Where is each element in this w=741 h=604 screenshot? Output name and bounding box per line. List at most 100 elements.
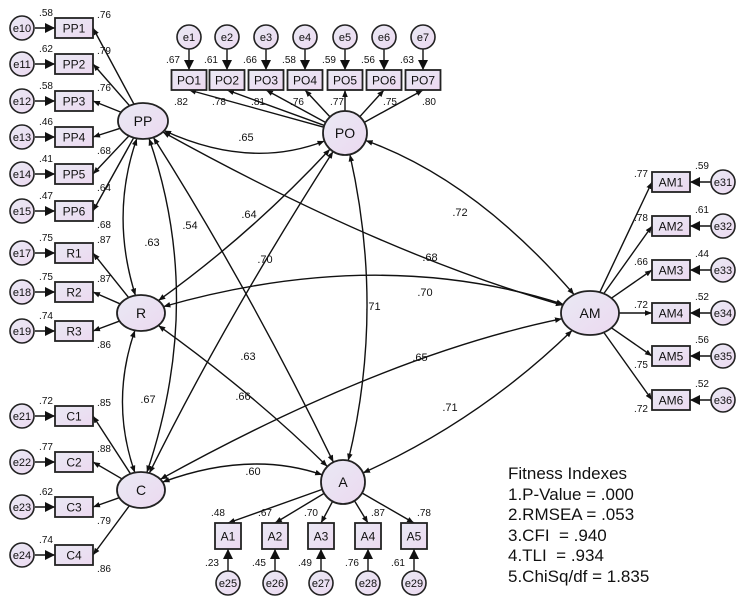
indicator-pp1-box bbox=[54, 17, 94, 39]
indicator-pp5-box bbox=[54, 163, 94, 185]
covariance-label-pp-r: .63 bbox=[144, 237, 159, 249]
covariance-layer: .65.63.54.64.70.68.72.70.71.63.66.65.67.… bbox=[121, 130, 575, 483]
latent-po-label: PO bbox=[335, 125, 355, 141]
error-e35-circle bbox=[710, 343, 736, 369]
r2-c2: .77 bbox=[39, 442, 53, 453]
r2-po4: .58 bbox=[282, 55, 296, 66]
loading-arrow-pp4 bbox=[92, 127, 121, 138]
loading-am2: .78 bbox=[634, 213, 648, 224]
r2-am5: .56 bbox=[695, 335, 709, 346]
error-e31-circle bbox=[710, 169, 736, 195]
error-e28-circle bbox=[355, 570, 381, 596]
error-e1-circle bbox=[176, 24, 202, 50]
indicator-am1-label: AM1 bbox=[659, 176, 684, 190]
loading-arrow-po7 bbox=[363, 89, 424, 123]
latent-po-ellipse bbox=[322, 110, 368, 156]
error-e25-circle bbox=[215, 570, 241, 596]
loading-a4: .87 bbox=[371, 508, 385, 519]
error-e34-circle bbox=[710, 300, 736, 326]
latent-pp-label: PP bbox=[134, 113, 153, 129]
covariance-label-po-am: .72 bbox=[452, 207, 467, 219]
error-e32-circle bbox=[710, 213, 736, 239]
indicator-a4-box bbox=[354, 522, 382, 550]
indicator-pp2-box bbox=[54, 53, 94, 75]
loading-a3: .70 bbox=[304, 508, 318, 519]
error-e7-label: e7 bbox=[417, 32, 429, 44]
loading-r3: .86 bbox=[97, 340, 111, 351]
loading-a1: .48 bbox=[211, 508, 225, 519]
indicator-pp5-label: PP5 bbox=[63, 168, 86, 182]
indicator-am4-label: AM4 bbox=[659, 307, 684, 321]
indicator-am6-label: AM6 bbox=[659, 394, 684, 408]
r2-c4: .74 bbox=[39, 535, 53, 546]
indicator-po2-label: PO2 bbox=[215, 74, 239, 88]
loading-pp4: .68 bbox=[97, 146, 111, 157]
error-e7-circle bbox=[410, 24, 436, 50]
covariance-label-po-r: .64 bbox=[241, 209, 256, 221]
indicator-am6-box bbox=[651, 389, 691, 411]
error-e14-circle bbox=[9, 161, 35, 187]
indicator-pp4-box bbox=[54, 126, 94, 148]
indicator-po4-label: PO4 bbox=[293, 74, 317, 88]
loading-arrow-po6 bbox=[359, 89, 385, 118]
fit-line-p-value: 1.P-Value = .000 bbox=[508, 484, 634, 504]
fit-line-chisq-df: 5.ChiSq/df = 1.835 bbox=[508, 566, 650, 586]
error-e18-circle bbox=[9, 279, 35, 305]
r2-am1: .59 bbox=[695, 161, 709, 172]
indicator-a4-label: A4 bbox=[361, 530, 376, 544]
indicator-po1-label: PO1 bbox=[177, 74, 201, 88]
latent-am-label: AM bbox=[580, 305, 601, 321]
indicator-po6-box bbox=[365, 69, 403, 91]
error-e17-circle bbox=[9, 240, 35, 266]
loading-arrow-po1 bbox=[188, 89, 324, 128]
error-e2-label: e2 bbox=[221, 32, 233, 44]
r2-am4: .52 bbox=[695, 292, 709, 303]
indicator-pp1-label: PP1 bbox=[63, 22, 86, 36]
error-e5-label: e5 bbox=[339, 32, 351, 44]
measurement-layer: PP1e10.58.76PP2e11.62.79PP3e12.58.76PP4e… bbox=[9, 8, 736, 596]
indicator-am5-label: AM5 bbox=[659, 350, 684, 364]
error-e24-label: e24 bbox=[13, 550, 31, 562]
loading-arrow-a5 bbox=[361, 492, 415, 524]
error-e12-label: e12 bbox=[13, 96, 31, 108]
latent-r-label: R bbox=[136, 305, 146, 321]
r2-am6: .52 bbox=[695, 379, 709, 390]
r2-pp1: .58 bbox=[39, 8, 53, 19]
indicator-pp3-label: PP3 bbox=[63, 95, 86, 109]
error-e6-label: e6 bbox=[378, 32, 390, 44]
indicator-a5-box bbox=[400, 522, 428, 550]
indicator-po7-label: PO7 bbox=[411, 74, 435, 88]
covariance-arrow-r-c bbox=[121, 330, 136, 473]
latent-am-ellipse bbox=[560, 290, 620, 336]
loading-arrow-a1 bbox=[227, 488, 323, 524]
covariance-arrow-po-a bbox=[347, 154, 368, 461]
covariance-label-r-a: .66 bbox=[235, 391, 250, 403]
loading-pp6: .68 bbox=[97, 220, 111, 231]
error-e32-label: e32 bbox=[714, 221, 732, 233]
error-e3-circle bbox=[253, 24, 279, 50]
indicator-a2-box bbox=[261, 522, 289, 550]
r2-po2: .61 bbox=[204, 55, 218, 66]
error-e25-label: e25 bbox=[219, 578, 237, 590]
covariance-arrow-c-a bbox=[162, 463, 323, 483]
error-e11-circle bbox=[9, 51, 35, 77]
indicator-am3-label: AM3 bbox=[659, 264, 684, 278]
error-e14-label: e14 bbox=[13, 169, 31, 181]
covariance-label-pp-a: .70 bbox=[257, 254, 272, 266]
error-e35-label: e35 bbox=[714, 351, 732, 363]
error-e10-circle bbox=[9, 15, 35, 41]
loading-c4: .86 bbox=[97, 564, 111, 575]
error-e28-label: e28 bbox=[359, 578, 377, 590]
loading-arrow-c3 bbox=[92, 497, 120, 508]
loading-c2: .88 bbox=[97, 444, 111, 455]
loading-am4: .72 bbox=[634, 300, 648, 311]
covariance-label-c-am: .65 bbox=[412, 352, 427, 364]
indicator-r1-label: R1 bbox=[66, 247, 82, 261]
error-e36-label: e36 bbox=[714, 395, 732, 407]
r2-pp3: .58 bbox=[39, 81, 53, 92]
latent-r-ellipse bbox=[116, 294, 166, 332]
loading-a5: .78 bbox=[417, 508, 431, 519]
indicator-a3-label: A3 bbox=[314, 530, 329, 544]
